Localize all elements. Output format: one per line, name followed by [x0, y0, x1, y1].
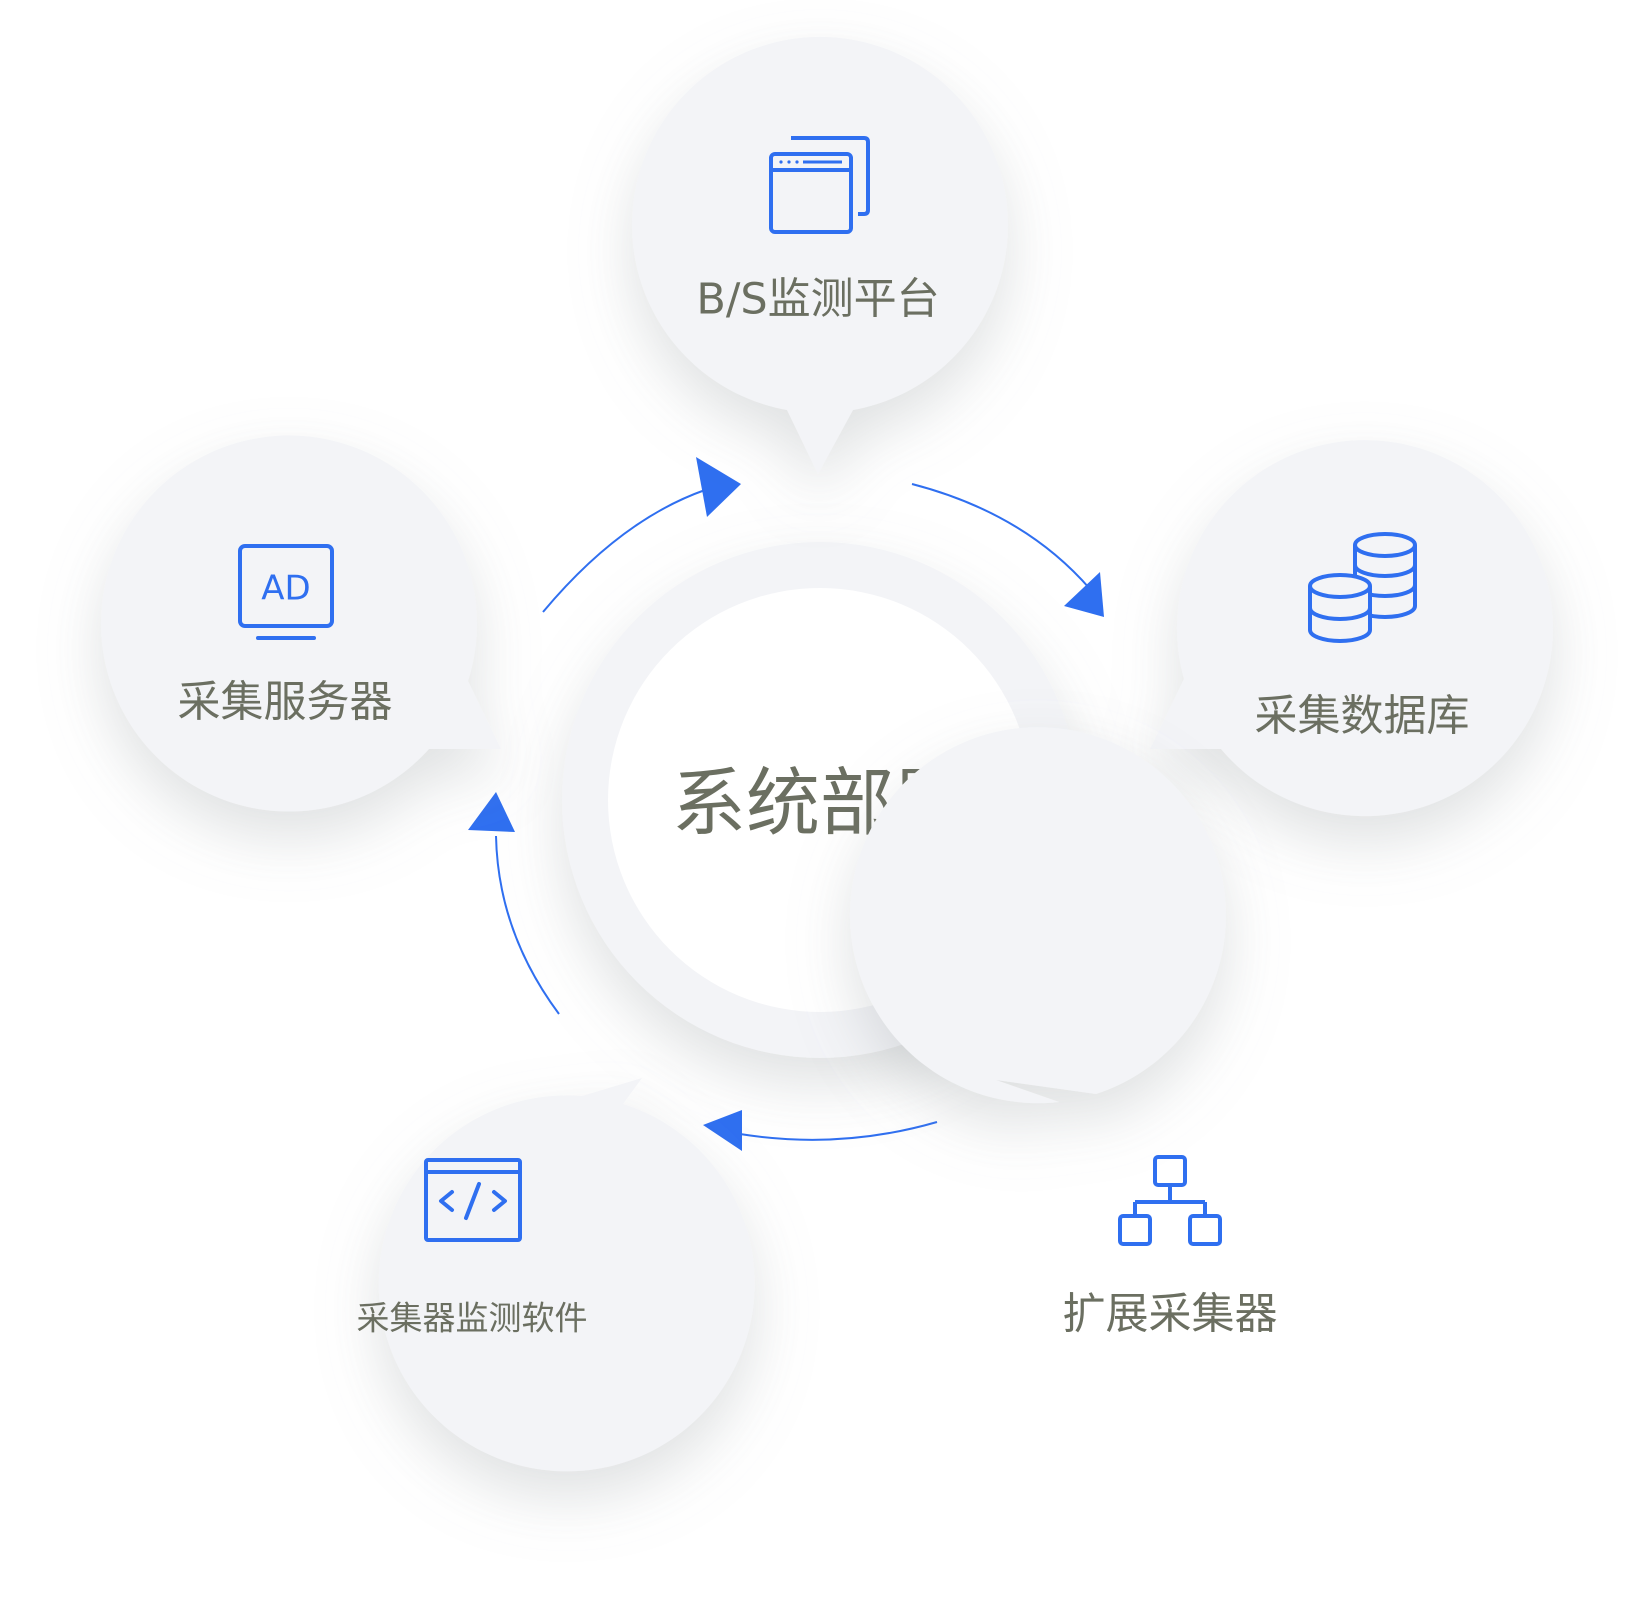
arrow-software-to-server: [495, 835, 560, 1015]
arrow-expand-to-software: [739, 1121, 938, 1141]
arrow-server-to-platform: [542, 489, 706, 613]
arrowhead-server-to-platform: [696, 457, 741, 517]
bubble-collector-monitor-software: [378, 1078, 755, 1472]
label-collect-database: 采集数据库: [1255, 692, 1470, 742]
arrow-platform-to-database: [911, 483, 1091, 590]
ad-monitor-icon: AD: [238, 544, 334, 640]
label-bs-platform: B/S监测平台: [696, 275, 939, 325]
node-collect-server: [101, 435, 502, 812]
database-icon: [1308, 532, 1417, 643]
label-expand-collector: 扩展采集器: [1063, 1290, 1278, 1340]
bubble-collect-server: [101, 435, 502, 812]
icon-bs-platform: [769, 136, 870, 234]
bubble-bs-platform: [632, 36, 1008, 474]
node-expand-collector: [849, 727, 1226, 1104]
node-bs-platform: [632, 36, 1008, 474]
code-window-icon: [424, 1158, 522, 1242]
arrowhead-platform-to-database: [1064, 572, 1104, 617]
arrowhead-software-to-server: [468, 792, 515, 832]
network-hierarchy-icon: [1118, 1155, 1222, 1246]
bubble-expand-collector: [849, 727, 1226, 1104]
node-collector-monitor-software: [378, 1078, 755, 1472]
label-collect-server: 采集服务器: [178, 678, 393, 728]
label-collector-monitor-software: 采集器监测软件: [357, 1299, 588, 1338]
arrowhead-expand-to-software: [703, 1110, 742, 1151]
svg-text:AD: AD: [261, 569, 310, 609]
browser-windows-icon: [769, 136, 870, 234]
